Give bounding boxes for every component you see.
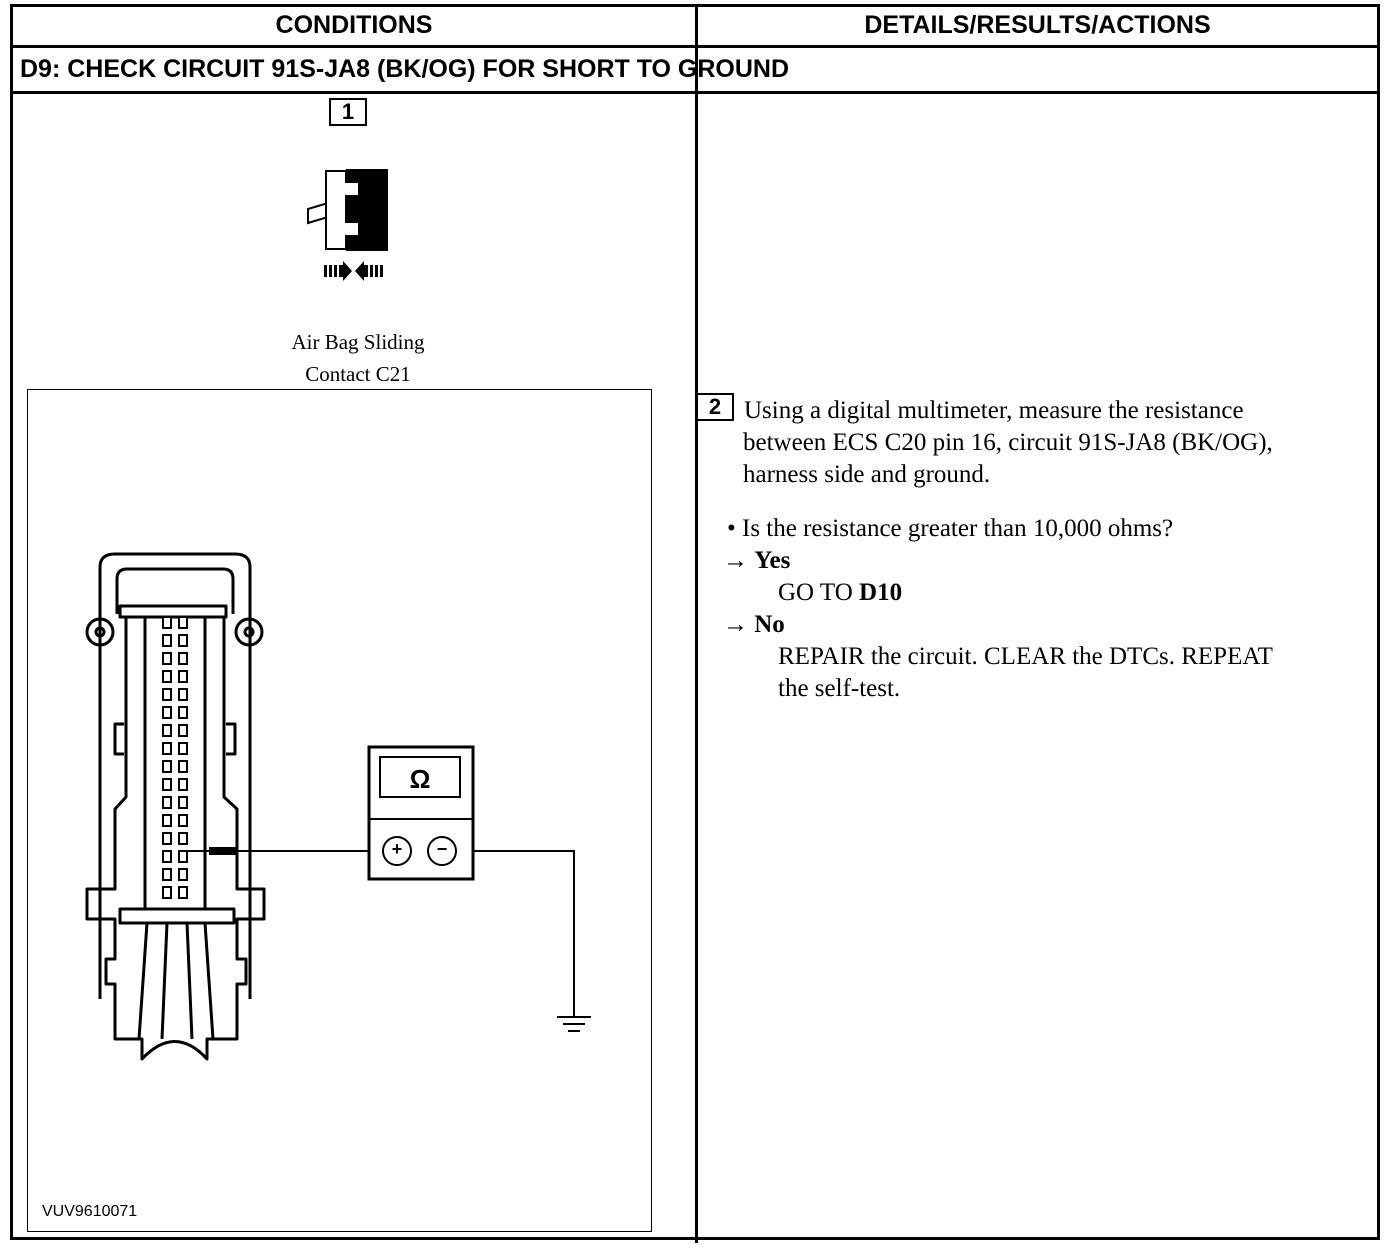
instruction-line-2: between ECS C20 pin 16, circuit 91S-JA8 … [743,429,1273,456]
arrow-icon: → [723,611,748,638]
no-action-line-1: REPAIR the circuit. CLEAR the DTCs. REPE… [778,643,1273,670]
details-header: DETAILS/RESULTS/ACTIONS [864,11,1211,39]
no-branch: → No [723,609,785,641]
no-action-line-2: the self-test. [778,675,901,702]
instruction-line-1: Using a digital multimeter, measure the … [744,397,1244,424]
disconnect-connector-icon [307,169,388,281]
connector-caption-line1: Air Bag Sliding [291,330,425,354]
step-title: D9: CHECK CIRCUIT 91S-JA8 (BK/OG) FOR SH… [20,55,790,83]
instruction-line-3: harness side and ground. [743,461,991,488]
header-divider [13,45,1377,48]
yes-label: Yes [754,547,791,574]
no-label: No [754,611,785,638]
question-text: • Is the resistance greater than 10,000 … [727,515,1174,542]
ohm-symbol: Ω [409,764,431,794]
meter-positive-terminal: + [391,839,403,859]
step-1-number: 1 [329,98,367,126]
connector-measurement-diagram [85,552,591,1061]
yes-action-target: D10 [859,579,903,606]
step-2-number: 2 [696,393,734,421]
figure-id: VUV9610071 [42,1203,138,1220]
title-divider [13,91,1377,94]
connector-caption-line2: Contact C21 [305,362,411,386]
yes-branch: → Yes [723,545,790,577]
column-divider [695,7,698,1243]
procedure-table: CONDITIONS DETAILS/RESULTS/ACTIONS D9: C… [10,4,1380,1243]
test-illustration [27,389,652,1232]
yes-action: GO TO D10 [778,577,902,609]
yes-action-prefix: GO TO [778,579,860,606]
conditions-header: CONDITIONS [275,11,433,39]
arrow-icon: → [723,547,748,574]
meter-negative-terminal: − [436,839,448,859]
